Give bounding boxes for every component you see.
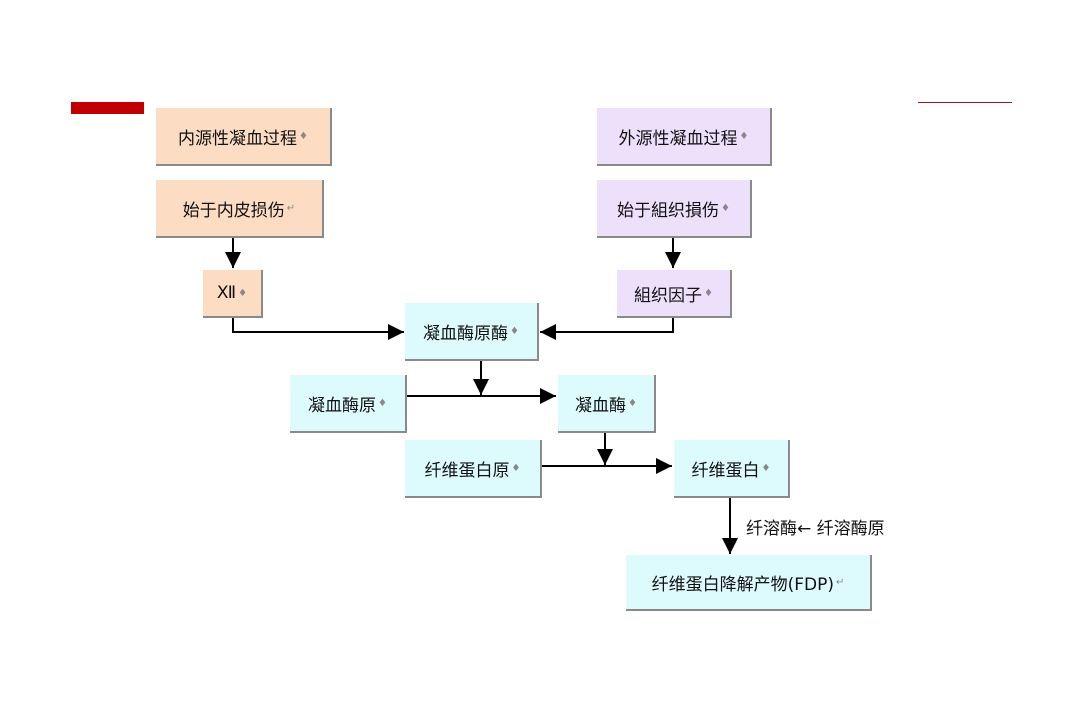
node-label: 始于組织損伤 <box>617 200 720 221</box>
paragraph-mark-icon: ♦ <box>761 462 771 474</box>
paragraph-mark-icon: ♦ <box>628 397 637 409</box>
node-label: 纤维蛋白降解产物(FDP) <box>651 574 834 595</box>
node-label: 始于内皮损伤 <box>182 200 285 221</box>
fibrinolysis-text: 纤溶酶← 纤溶酶原 <box>746 519 885 539</box>
node-label: Ⅻ <box>216 283 237 303</box>
node-label: 纤维蛋白原 <box>424 460 510 481</box>
node-extrinsic-start: 始于組织損伤♦ <box>597 180 752 238</box>
node-tissue-factor: 組织因子♦ <box>617 270 732 318</box>
node-extrinsic-title: 外源性凝血过程♦ <box>597 108 772 166</box>
paragraph-mark-icon: ♦ <box>378 397 387 409</box>
paragraph-mark-icon: ♦ <box>511 462 521 474</box>
node-fdp: 纤维蛋白降解产物(FDP)↵ <box>626 555 872 611</box>
node-thrombin: 凝血酶♦ <box>558 375 656 433</box>
paragraph-mark-icon: ♦ <box>739 130 749 142</box>
node-intrinsic-start: 始于内皮损伤↵ <box>156 180 324 238</box>
title-accent-bar <box>71 102 144 114</box>
node-label: 凝血酶 <box>575 395 627 416</box>
node-intrinsic-title: 内源性凝血过程♦ <box>156 108 332 166</box>
arrow-tissue-factor-to-prothrombinase <box>540 316 674 340</box>
paragraph-mark-icon: ♦ <box>704 287 713 299</box>
paragraph-mark-icon: ♦ <box>299 130 308 142</box>
node-label: 纤维蛋白 <box>691 460 760 481</box>
node-label: 凝血酶原酶 <box>423 323 509 344</box>
node-prothrombin: 凝血酶原♦ <box>290 375 407 433</box>
node-factor-xii: Ⅻ♦ <box>203 270 263 318</box>
fibrinolysis-label: 纤溶酶← 纤溶酶原 <box>746 514 885 539</box>
node-label: 凝血酶原 <box>308 395 377 416</box>
return-mark-icon: ↵ <box>286 202 296 214</box>
node-label: 内源性凝血过程 <box>178 128 298 149</box>
paragraph-mark-icon: ♦ <box>721 202 730 214</box>
node-label: 組织因子 <box>634 285 703 306</box>
node-prothrombinase: 凝血酶原酶♦ <box>405 303 539 361</box>
node-label: 外源性凝血过程 <box>618 128 738 149</box>
paragraph-mark-icon: ♦ <box>510 325 519 337</box>
title-accent-line <box>918 102 1012 103</box>
node-fibrin: 纤维蛋白♦ <box>674 440 790 498</box>
arrow-xii-to-prothrombinase <box>232 316 404 340</box>
node-fibrinogen: 纤维蛋白原♦ <box>405 440 542 498</box>
return-mark-icon: ↵ <box>836 576 845 588</box>
paragraph-mark-icon: ♦ <box>238 287 248 299</box>
